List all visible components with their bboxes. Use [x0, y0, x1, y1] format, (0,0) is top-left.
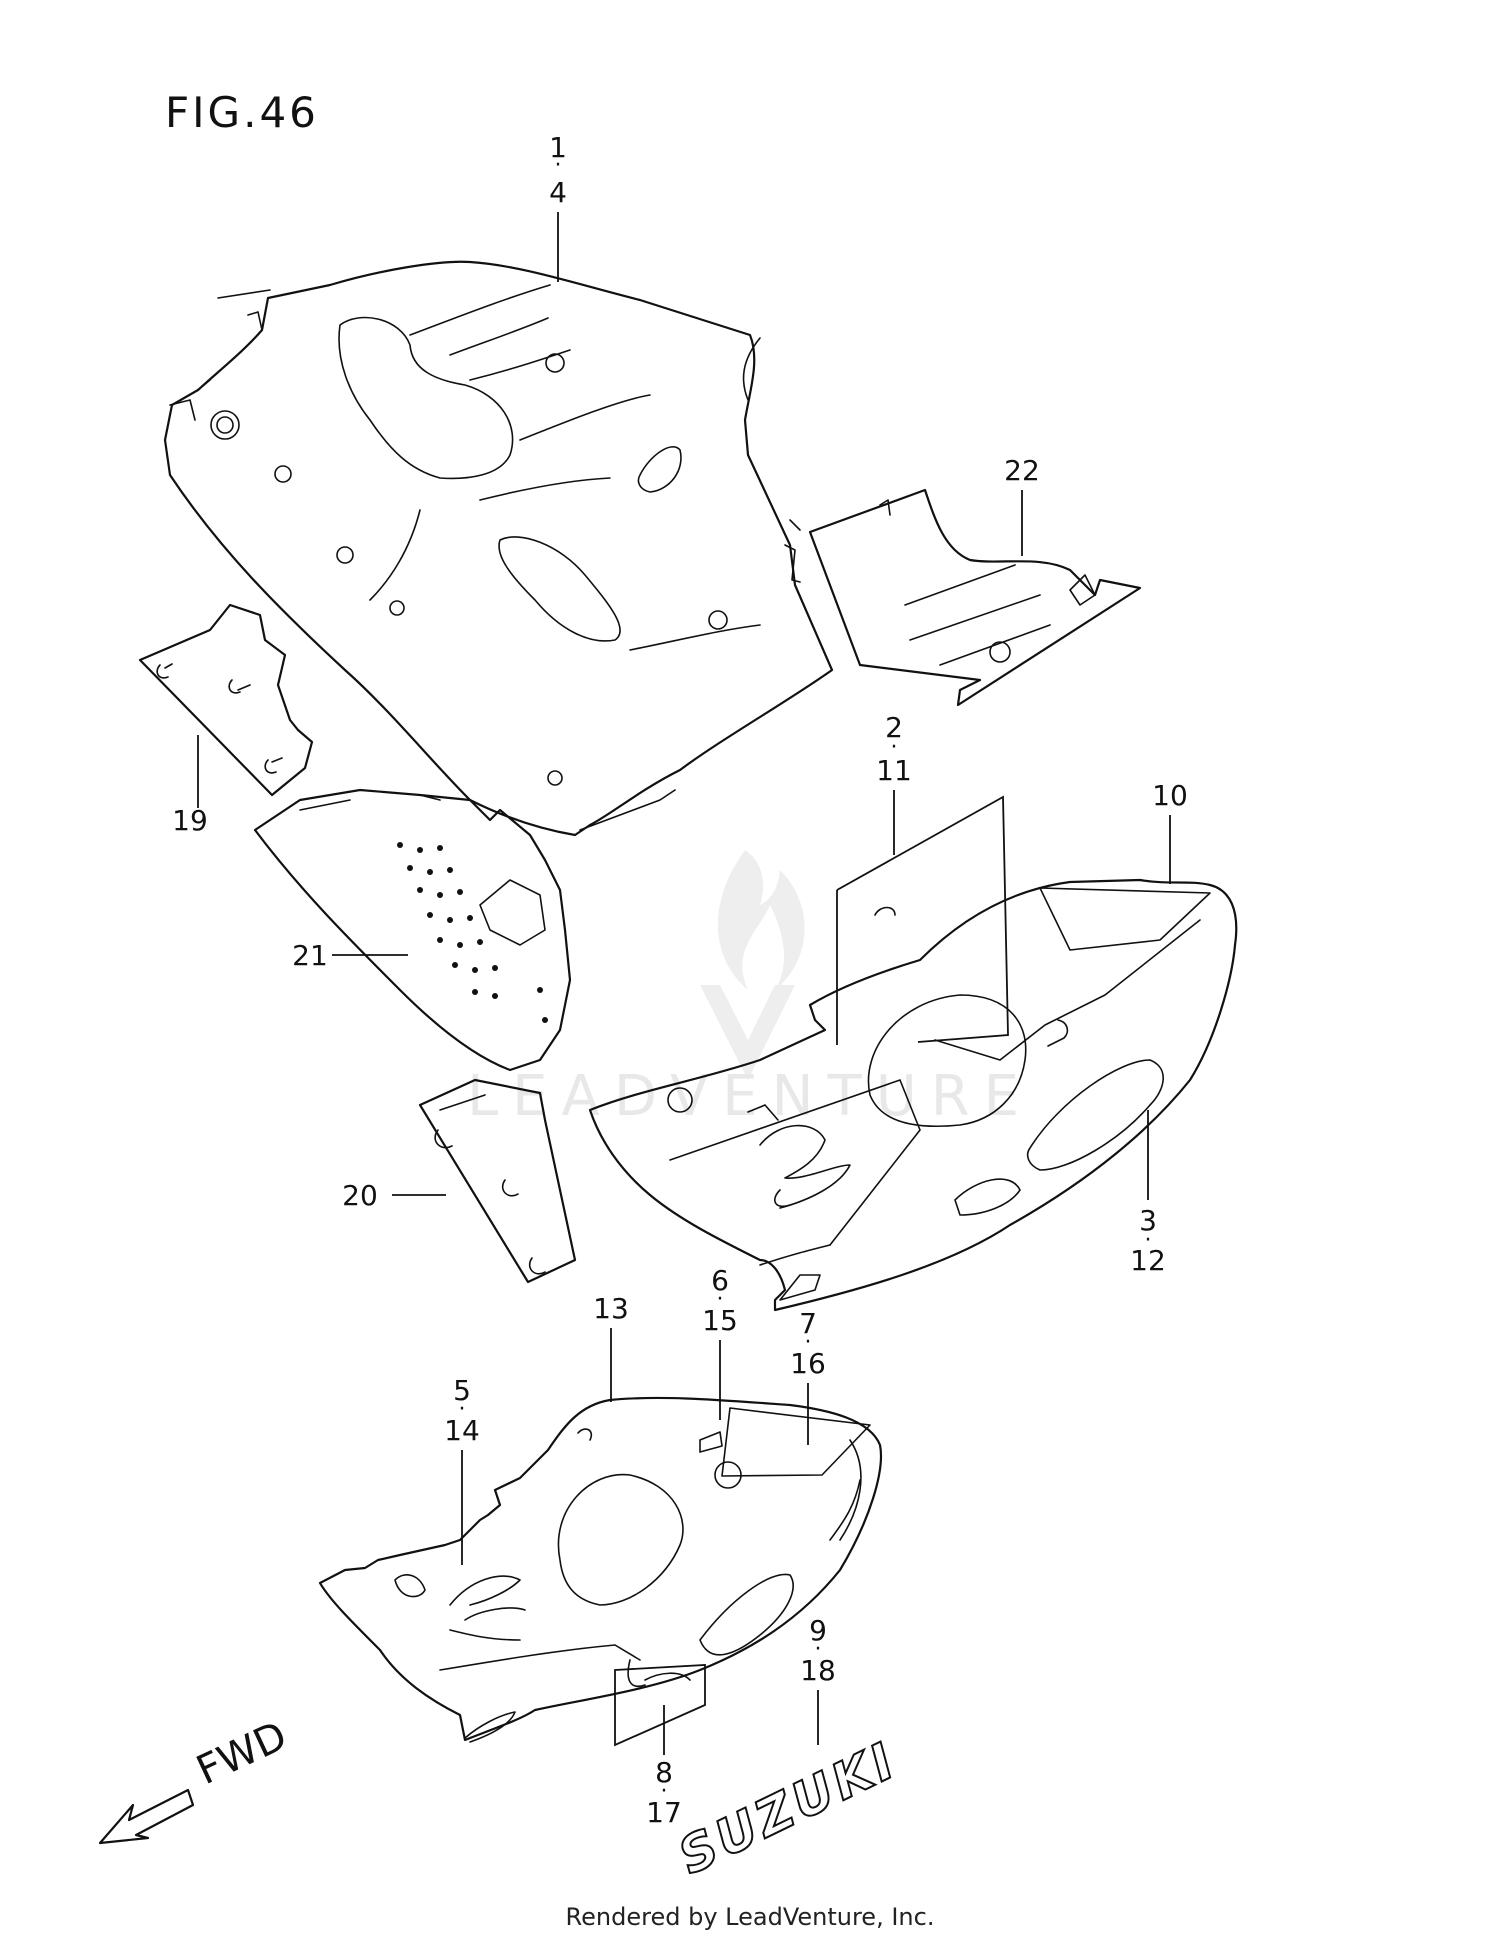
vent-holes: [397, 842, 548, 1023]
render-credit: Rendered by LeadVenture, Inc.: [566, 1903, 935, 1931]
callout-8: 8: [655, 1756, 673, 1789]
callout-5: 5: [453, 1374, 471, 1407]
small-panel-part: [138, 603, 314, 797]
callout-9: 9: [809, 1614, 827, 1647]
callout-7: 7: [799, 1307, 817, 1340]
callout-4: 4: [549, 176, 567, 209]
mesh-cover-part: [253, 788, 572, 1072]
decal-2-outline: [836, 795, 1009, 1045]
callout-11: 11: [876, 754, 912, 787]
triangle-panel-part: [418, 1078, 577, 1284]
watermark-text: LEADVENTURE: [467, 1064, 1033, 1129]
callout-separator: ·: [815, 1637, 822, 1662]
callout-22: 22: [1004, 454, 1040, 487]
callout-separator: ·: [891, 735, 898, 760]
forward-arrow-icon: [98, 1788, 195, 1845]
callout-separator: ·: [459, 1397, 466, 1422]
callout-14: 14: [444, 1414, 480, 1447]
right-under-cowl-part: [588, 878, 1238, 1312]
callout-10: 10: [1152, 779, 1188, 812]
callout-separator: ·: [1145, 1228, 1152, 1253]
side-fairing-part: [163, 260, 834, 837]
leadventure-watermark: LEADVENTURE: [467, 850, 1033, 1129]
callout-separator: ·: [661, 1779, 668, 1804]
decal-8-outline: [614, 1664, 706, 1747]
callout-separator: ·: [805, 1330, 812, 1355]
callout-20: 20: [342, 1179, 378, 1212]
callout-2: 2: [885, 711, 903, 744]
callout-3: 3: [1139, 1204, 1157, 1237]
callout-16: 16: [790, 1347, 826, 1380]
left-under-cowl-part: [318, 1396, 882, 1743]
callout-6: 6: [711, 1264, 729, 1297]
callout-15: 15: [702, 1304, 738, 1337]
callout-18: 18: [800, 1654, 836, 1687]
callout-separator: ·: [555, 153, 562, 178]
callout-21: 21: [292, 939, 328, 972]
callout-1: 1: [549, 131, 567, 164]
inner-bracket-part: [808, 488, 1142, 707]
forward-direction-indicator: FWD: [98, 1713, 294, 1845]
figure-label: FIG.46: [165, 88, 319, 137]
callout-13: 13: [593, 1292, 629, 1325]
callout-separator: ·: [717, 1287, 724, 1312]
suzuki-decal: SUZUKI: [670, 1731, 906, 1886]
callout-12: 12: [1130, 1244, 1166, 1277]
callout-17: 17: [646, 1796, 682, 1829]
fwd-label: FWD: [190, 1713, 294, 1794]
callout-19: 19: [172, 804, 208, 837]
